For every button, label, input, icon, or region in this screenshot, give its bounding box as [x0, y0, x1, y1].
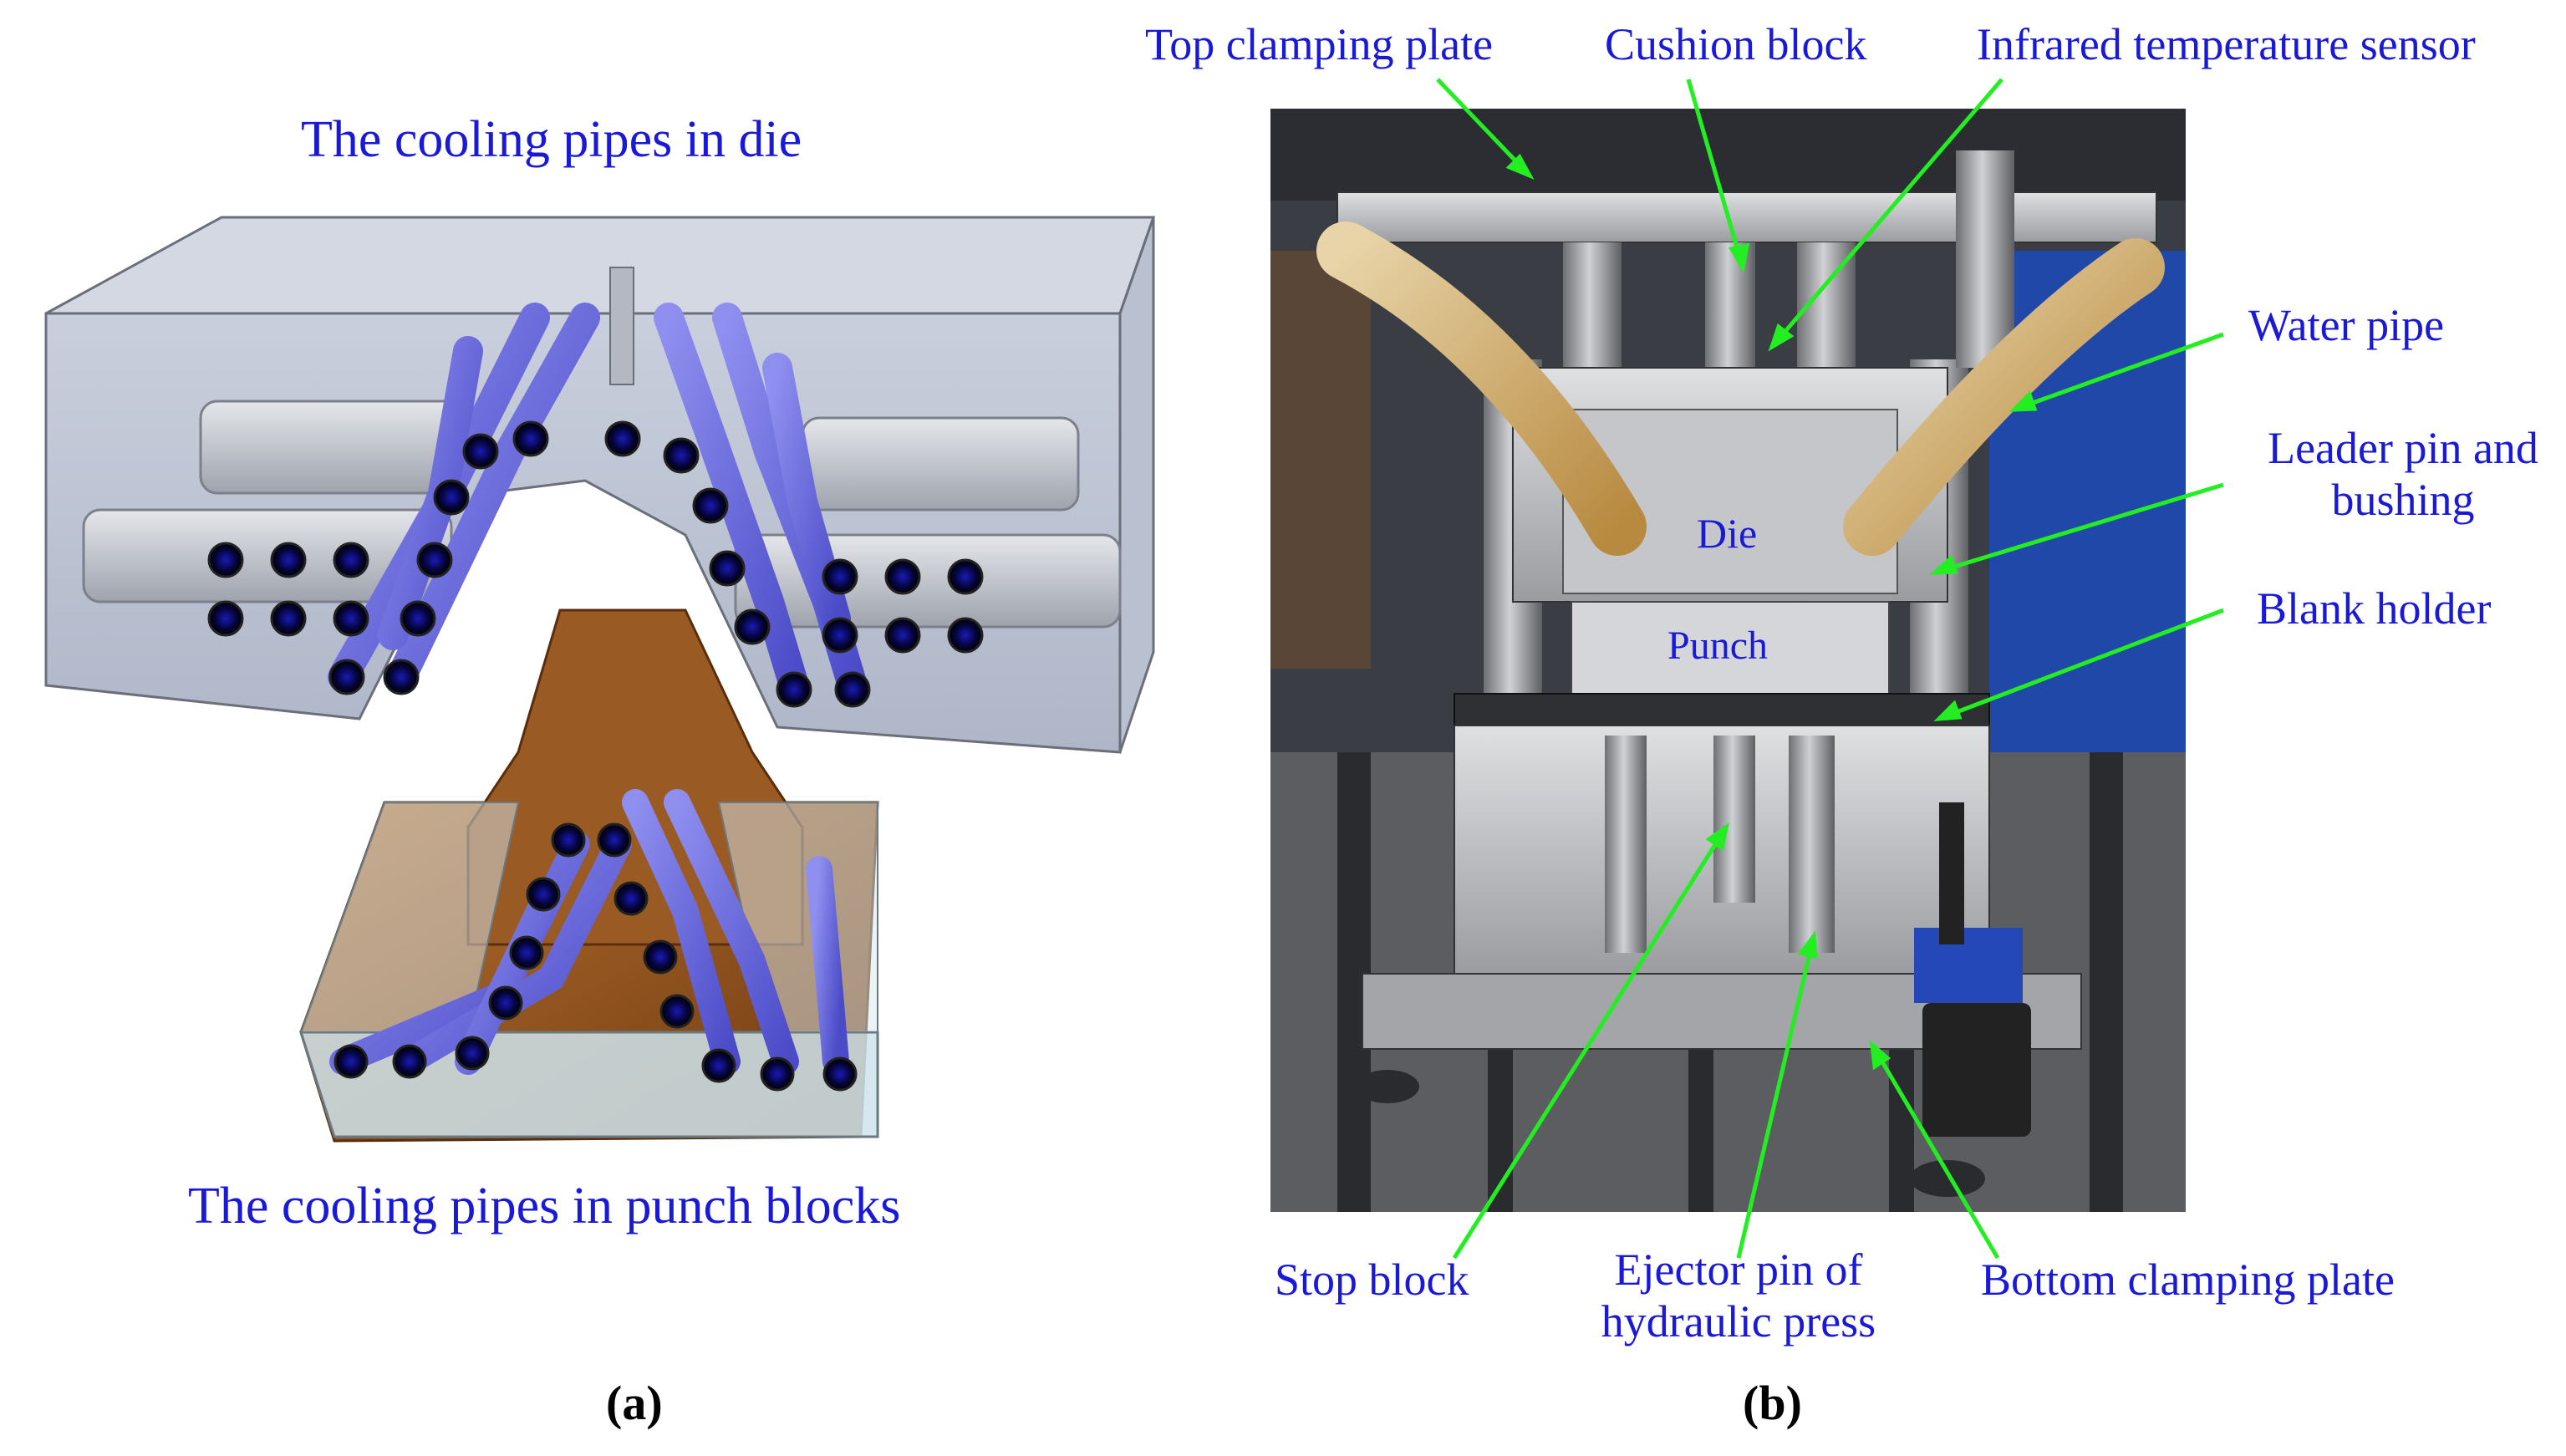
callout-ejector-pin: Ejector pin of hydraulic press [1571, 1244, 1906, 1347]
water-pipes [1316, 221, 2165, 556]
top-clamping-plate [1336, 191, 2157, 243]
callout-top-clamping-plate: Top clamping plate [1145, 19, 1494, 69]
callout-leader-pin-line2: bushing [2331, 475, 2475, 526]
callout-leader-pin-line1: Leader pin and [2268, 423, 2538, 473]
callout-bottom-clamping-plate: Bottom clamping plate [1981, 1255, 2395, 1305]
panel-b-caption: (b) [1743, 1376, 1802, 1430]
callout-leader-pin: Leader pin and bushing [2248, 422, 2558, 526]
die-side-pipes [82, 267, 1122, 629]
panel-a-title-top: The cooling pipes in die [301, 111, 802, 168]
cushion-blocks [1563, 242, 1856, 368]
panel-a-caption: (a) [606, 1376, 663, 1430]
callout-blank-holder: Blank holder [2257, 583, 2492, 634]
punch-plate [1571, 601, 1890, 695]
panel-a-title-bottom: The cooling pipes in punch blocks [188, 1178, 901, 1235]
callout-cushion-block: Cushion block [1605, 19, 1867, 69]
callout-ejector-pin-line1: Ejector pin of [1614, 1245, 1863, 1295]
blank-holder-plate [1454, 693, 1990, 726]
lower-bolster [1362, 725, 2082, 1137]
callout-ejector-pin-line2: hydraulic press [1601, 1296, 1876, 1347]
photo-label-die: Die [1697, 510, 1757, 557]
callout-water-pipe: Water pipe [2248, 300, 2445, 350]
callout-stop-block: Stop block [1275, 1255, 1469, 1305]
photo-label-punch: Punch [1667, 624, 1768, 668]
punch-pipe-openings [333, 822, 858, 1092]
cad-model-figure [44, 216, 1156, 1143]
die-pipe-openings [207, 420, 984, 708]
callout-infrared-sensor: Infrared temperature sensor [1977, 19, 2476, 69]
callout-leaders [1436, 78, 2224, 1260]
